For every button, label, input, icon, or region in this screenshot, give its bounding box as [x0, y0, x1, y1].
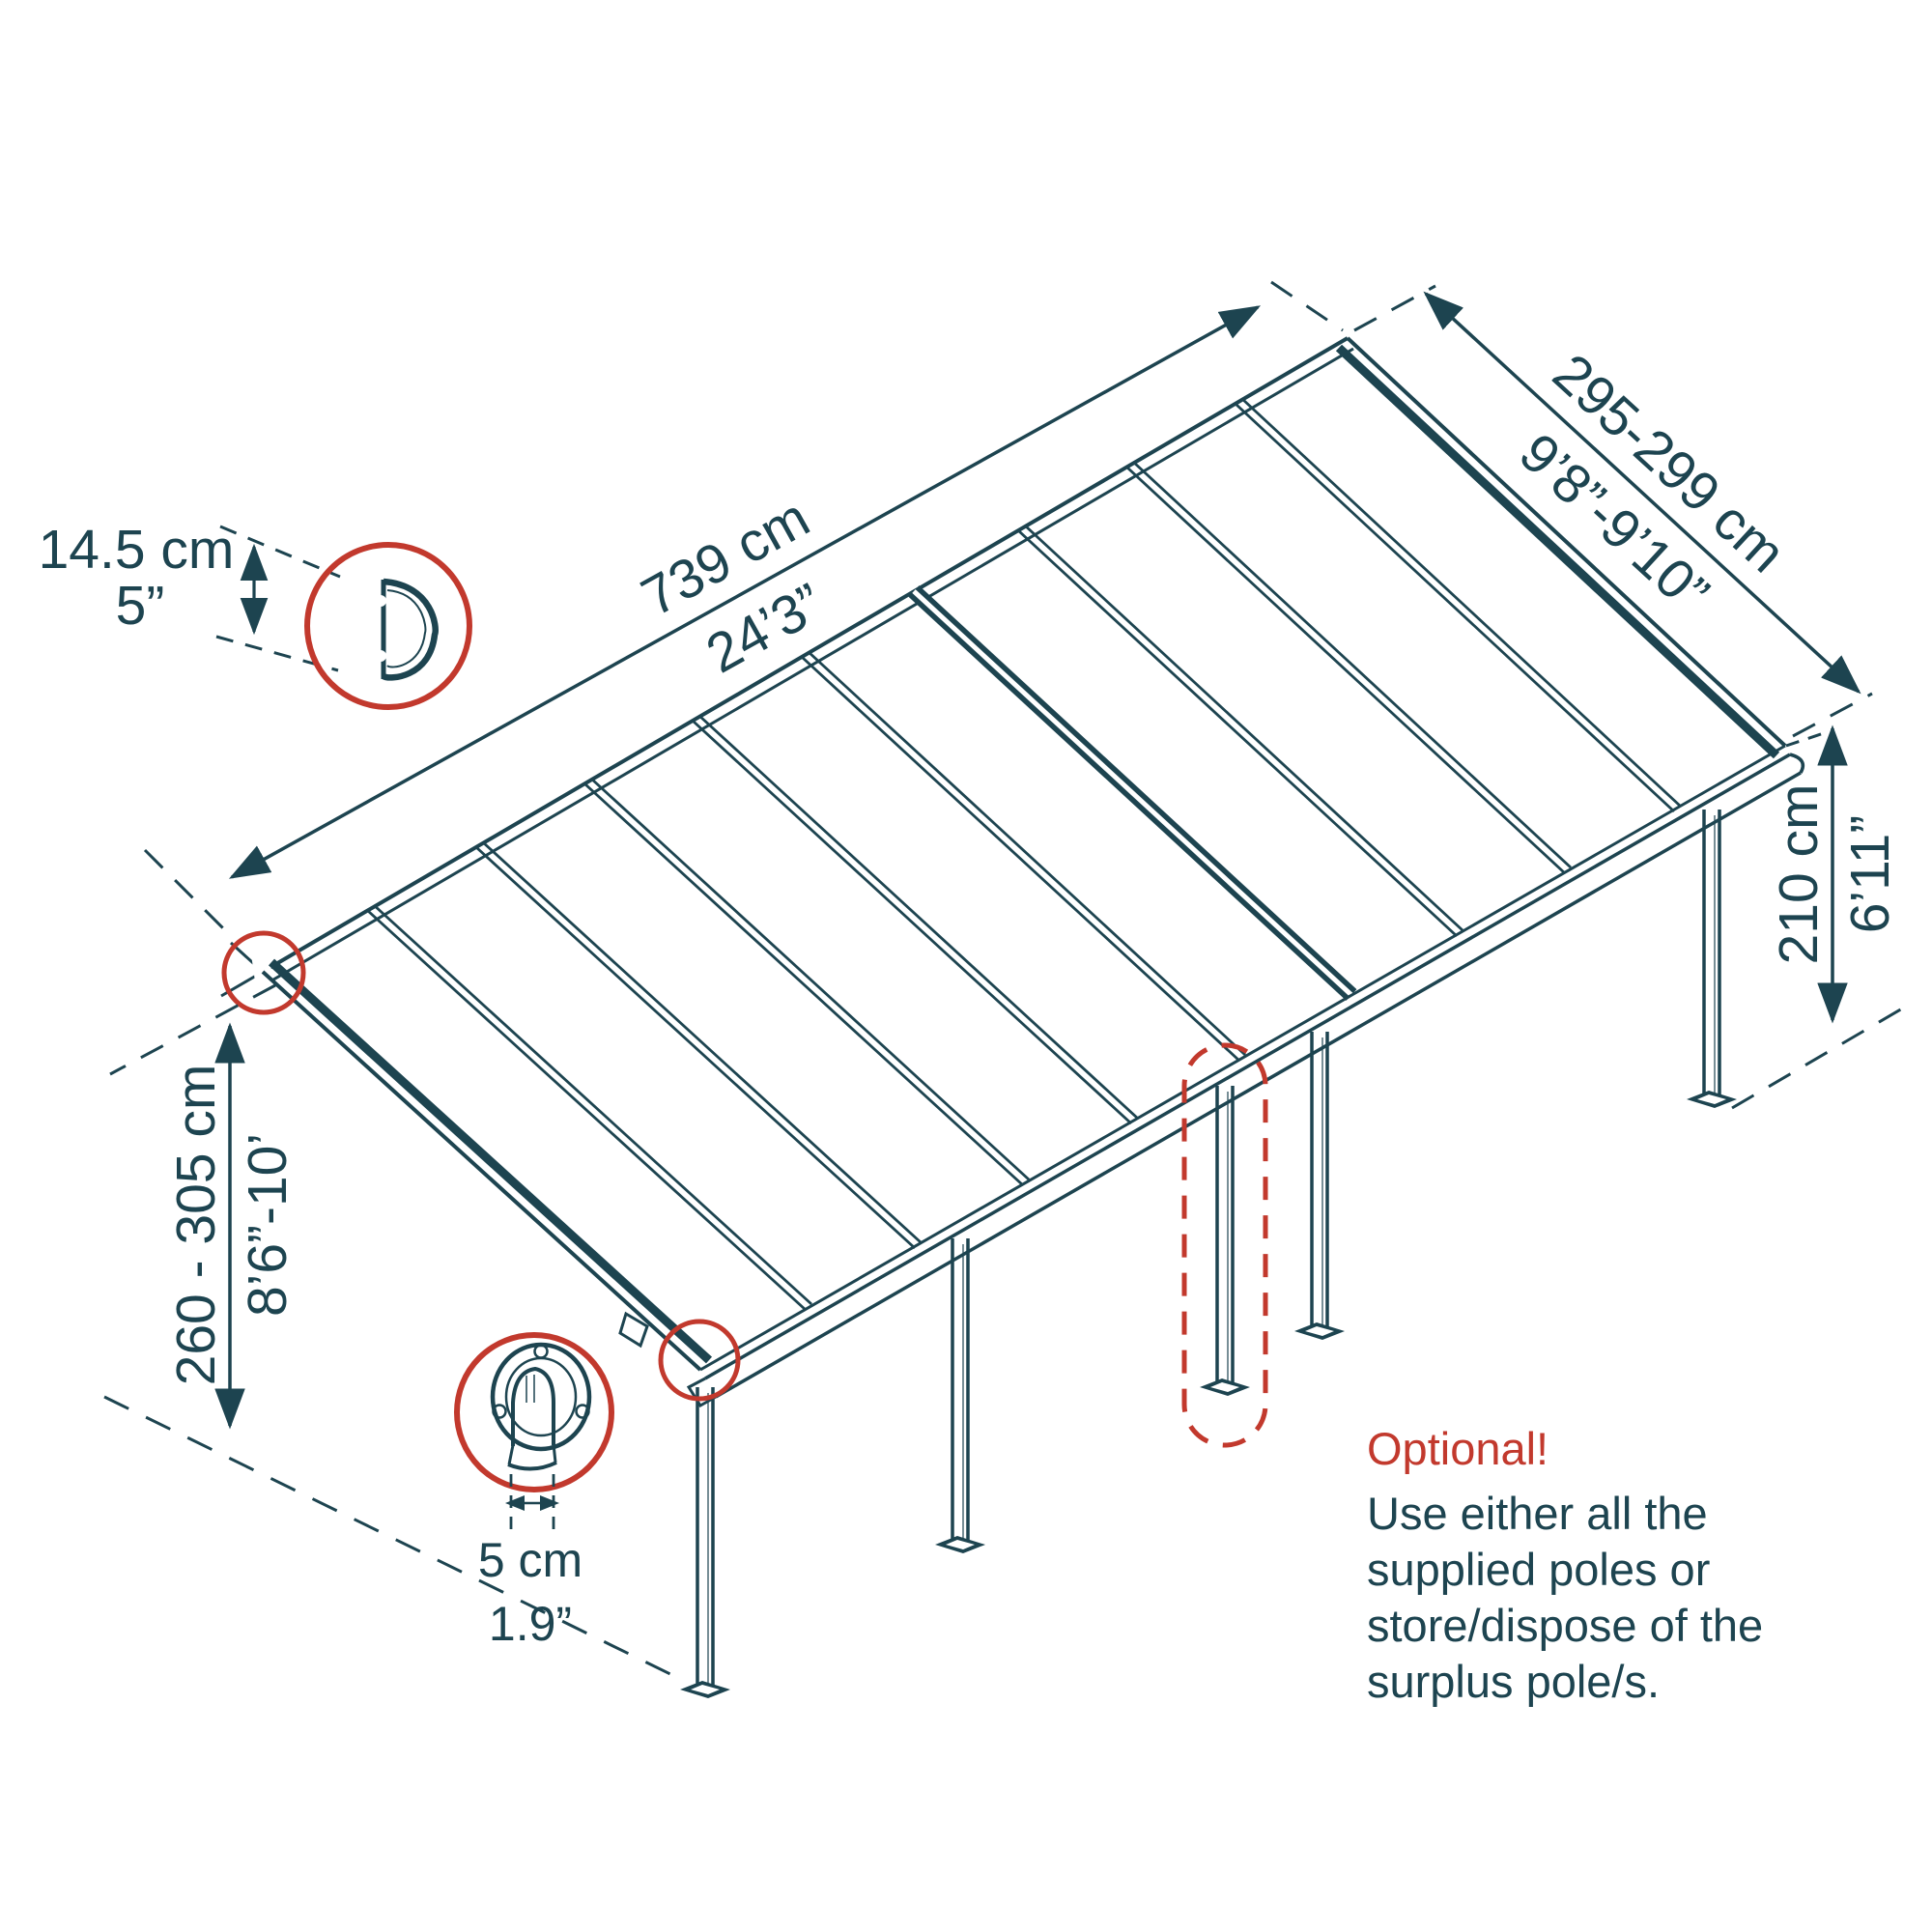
pole-width-imperial-label: 1.9” — [489, 1597, 572, 1651]
profile-callout-circle — [304, 542, 472, 710]
post-rear-right — [1687, 810, 1737, 1108]
post-mid-left — [935, 1238, 985, 1553]
dimension-length: 739 cm 24’3” — [143, 280, 1344, 935]
post-height-imperial-label: 6’11” — [1839, 815, 1901, 934]
optional-pole-highlight — [1181, 1042, 1268, 1448]
attachment-height-metric-label: 260 - 305 cm — [165, 1065, 227, 1386]
posts — [680, 810, 1737, 1698]
post-mid-right — [1294, 1032, 1345, 1340]
optional-note-title: Optional! — [1367, 1423, 1548, 1474]
detail-profile-callout: 14.5 cm 5” — [39, 519, 472, 710]
detail-pole-callout: 5 cm 1.9” — [454, 1332, 614, 1651]
front-gutter — [686, 744, 1805, 1408]
dimension-post-height: 210 cm 6’11” — [1731, 724, 1910, 1110]
post-optional — [1200, 1086, 1250, 1396]
wall-corner-callout-circle — [221, 930, 306, 1015]
gutter-corner-callout-circle — [658, 1319, 741, 1402]
profile-height-imperial-label: 5” — [116, 575, 165, 637]
pole-callout-circle — [454, 1332, 614, 1492]
optional-note-line-1: Use either all the — [1367, 1488, 1708, 1539]
gutter-end-cap — [1789, 753, 1805, 774]
pole-width-arrow — [505, 1495, 559, 1511]
profile-height-metric-label: 14.5 cm — [39, 519, 235, 581]
gutter-elbow-detail — [490, 1342, 592, 1471]
post-front-left — [680, 1387, 730, 1698]
optional-note-line-3: store/dispose of the — [1367, 1600, 1763, 1651]
optional-note-line-2: supplied poles or — [1367, 1544, 1710, 1595]
pole-width-metric-label: 5 cm — [478, 1533, 582, 1587]
wall-profile-cross-section — [375, 578, 439, 681]
dimension-attachment-height: 260 - 305 cm 8’6”-10’ — [103, 983, 677, 1679]
middle-connector-profile — [908, 585, 1357, 1001]
left-side-rail — [261, 958, 713, 1372]
attachment-height-imperial-label: 8’6”-10’ — [237, 1133, 298, 1317]
dimension-depth: 295-299 cm 9’8”-9’10” — [1353, 284, 1873, 738]
side-rail-bracket — [618, 1311, 649, 1349]
roof-panels — [367, 397, 1681, 1312]
optional-note: Optional! Use either all the supplied po… — [1367, 1423, 1763, 1707]
optional-note-line-4: surplus pole/s. — [1367, 1656, 1660, 1707]
post-height-metric-label: 210 cm — [1768, 784, 1830, 965]
